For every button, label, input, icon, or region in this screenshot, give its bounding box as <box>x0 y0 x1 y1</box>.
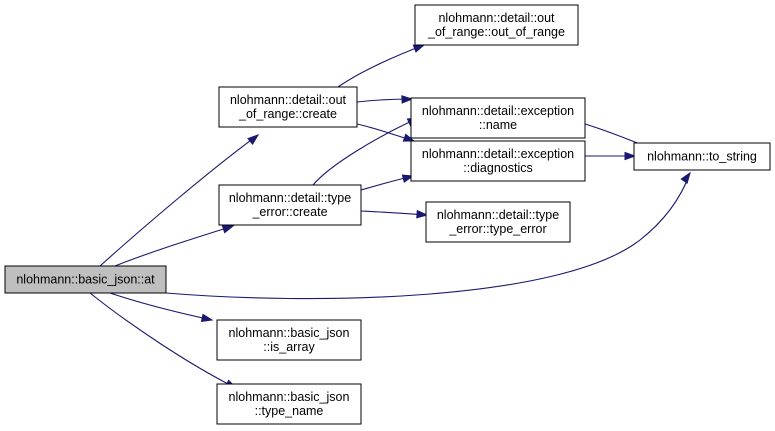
node-exception-diagnostics[interactable]: nlohmann::detail::exception::diagnostics <box>410 140 586 182</box>
edge-line <box>89 292 237 389</box>
node-label: nlohmann::detail::type <box>437 208 559 222</box>
node-label: nlohmann::basic_json <box>229 390 350 404</box>
node-box[interactable] <box>216 383 362 425</box>
edge-basic_json_at-to-out_of_range_create <box>99 134 260 267</box>
edge-basic_json_at-to-to_string <box>165 171 691 300</box>
arrowhead-icon <box>401 174 415 183</box>
node-label: nlohmann::detail::out <box>230 93 347 107</box>
node-label: _of_range::out_of_range <box>427 25 565 39</box>
arrowhead-icon <box>416 209 429 219</box>
node-label: ::is_array <box>263 340 315 354</box>
node-type-error-create[interactable]: nlohmann::detail::type_error::create <box>218 184 362 226</box>
node-label: ::diagnostics <box>463 161 532 175</box>
edge-basic_json_at-to-is_array <box>109 292 214 322</box>
node-box[interactable] <box>414 4 579 46</box>
node-type-name[interactable]: nlohmann::basic_json::type_name <box>216 383 362 425</box>
edge-type_error_create-to-exception_diagnostics <box>360 174 415 191</box>
call-graph-nodes: nlohmann::basic_json::at nlohmann::detail… <box>4 4 771 425</box>
edge-basic_json_at-to-type_name <box>89 292 238 389</box>
arrowhead-icon <box>402 133 416 142</box>
node-label: nlohmann::detail::exception <box>422 147 574 161</box>
edge-out_of_range_create-to-out_of_range_ctor <box>337 44 426 88</box>
node-label: _of_range::create <box>238 107 337 121</box>
node-box[interactable] <box>216 319 362 361</box>
edge-line <box>337 44 425 88</box>
node-exception-name[interactable]: nlohmann::detail::exception::name <box>410 97 586 139</box>
node-box[interactable] <box>410 140 586 182</box>
node-label: nlohmann::detail::type <box>229 191 351 205</box>
edge-line <box>312 117 419 186</box>
edge-exception_diagnostics-to-to_string <box>584 151 637 161</box>
arrowhead-icon <box>200 313 214 322</box>
node-label: _error::create <box>251 205 327 219</box>
node-type-error-ctor[interactable]: nlohmann::detail::type_error::type_error <box>425 201 571 243</box>
arrowhead-icon <box>247 134 260 146</box>
node-label: ::name <box>479 118 517 132</box>
node-label: nlohmann::to_string <box>647 150 757 164</box>
node-basic-json-at[interactable]: nlohmann::basic_json::at <box>4 265 167 294</box>
arrowhead-icon <box>680 171 691 185</box>
edge-line <box>109 292 213 321</box>
node-box[interactable] <box>410 97 586 139</box>
node-label: nlohmann::detail::out <box>438 11 555 25</box>
arrowhead-icon <box>221 225 235 234</box>
node-label: _error::type_error <box>448 222 546 236</box>
edge-line <box>165 172 691 300</box>
node-label: nlohmann::basic_json <box>229 326 350 340</box>
node-label: nlohmann::detail::exception <box>422 104 574 118</box>
arrowhead-icon <box>624 151 637 161</box>
edge-type_error_create-to-type_error_ctor <box>360 209 429 219</box>
node-out-of-range-create[interactable]: nlohmann::detail::out_of_range::create <box>218 86 358 128</box>
node-out-of-range-ctor[interactable]: nlohmann::detail::out_of_range::out_of_r… <box>414 4 579 46</box>
edge-out_of_range_create-to-exception_diagnostics <box>356 123 416 142</box>
node-box[interactable] <box>218 184 362 226</box>
node-box[interactable] <box>425 201 571 243</box>
edge-out_of_range_create-to-exception_name <box>356 95 414 104</box>
edge-basic_json_at-to-type_error_create <box>114 225 235 267</box>
edge-line <box>114 225 234 267</box>
node-box[interactable] <box>218 86 358 128</box>
arrowhead-icon <box>412 44 426 53</box>
node-box[interactable] <box>4 265 167 294</box>
node-to-string[interactable]: nlohmann::to_string <box>633 142 771 171</box>
node-box[interactable] <box>633 142 771 171</box>
node-label: ::type_name <box>255 404 324 418</box>
node-label: nlohmann::basic_json::at <box>16 273 155 287</box>
call-graph-edges <box>89 44 691 389</box>
arrowhead-icon <box>401 95 414 104</box>
edge-line <box>99 134 259 267</box>
node-is-array[interactable]: nlohmann::basic_json::is_array <box>216 319 362 361</box>
